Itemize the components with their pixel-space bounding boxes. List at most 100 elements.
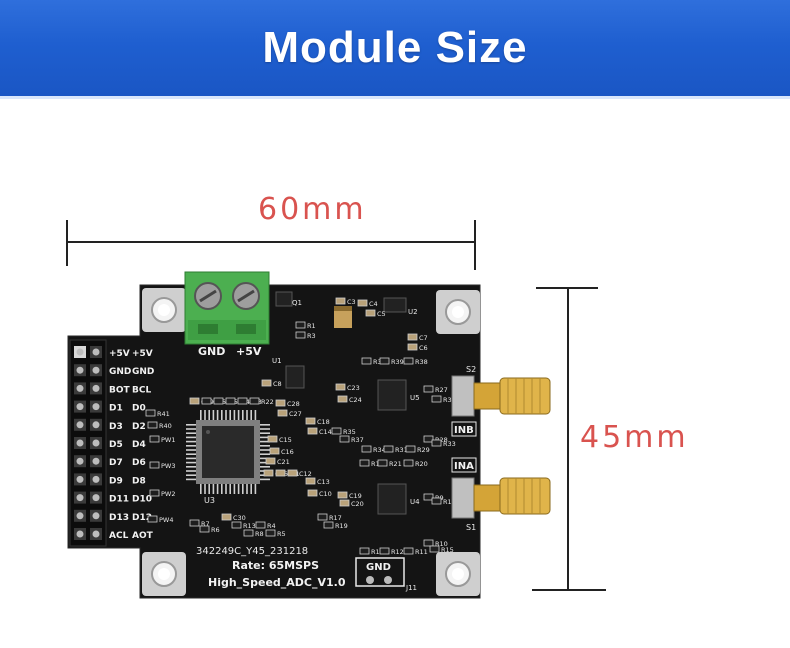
- smd-component: [267, 435, 278, 443]
- smd-component: [199, 525, 210, 533]
- component-ref: R12: [391, 548, 404, 556]
- height-dimension-line: [532, 287, 606, 591]
- smd-component: [287, 469, 298, 477]
- component-ref: R7: [201, 520, 210, 528]
- terminal-label-gnd: GND: [198, 345, 225, 358]
- chip-pin: [260, 440, 270, 443]
- header-label-right: BCL: [132, 385, 151, 395]
- chip-pin: [186, 449, 196, 451]
- mounting-hole: [436, 552, 480, 596]
- smd-component: [323, 521, 334, 529]
- ic-u5: [377, 379, 407, 411]
- chip-pin: [216, 484, 219, 494]
- component-ref: R16: [371, 548, 384, 556]
- smd-component: [237, 397, 248, 405]
- smd-component: [295, 331, 306, 339]
- header-label-left: D11: [109, 495, 129, 505]
- component-ref: C21: [277, 458, 290, 466]
- chip-pin: [186, 436, 196, 439]
- header-label-right: D4: [132, 440, 146, 450]
- header-label-left: ACL: [109, 531, 129, 541]
- smd-component: [361, 357, 372, 365]
- component-ref: R31: [395, 446, 408, 454]
- component-ref: R17: [329, 514, 342, 522]
- component-ref: R8: [255, 530, 264, 538]
- header-label-left: GND: [109, 367, 131, 377]
- smd-component: [147, 515, 158, 523]
- component-ref: R27: [435, 386, 448, 394]
- component-ref: C15: [279, 436, 292, 444]
- height-dimension-label: 45mm: [580, 420, 689, 455]
- smd-component: [405, 445, 416, 453]
- smd-component: [403, 459, 414, 467]
- component-ref: R32: [443, 396, 456, 404]
- component-ref: R39: [391, 358, 404, 366]
- chip-pin: [246, 484, 248, 494]
- header-pin-hole: [76, 475, 84, 483]
- header-label-left: D7: [109, 458, 123, 468]
- chip-pin: [246, 410, 248, 420]
- smd-component: [213, 397, 224, 405]
- smd-component: [407, 343, 418, 351]
- smd-component: [339, 499, 350, 507]
- chip-pin: [186, 457, 196, 460]
- chip-pin: [260, 436, 270, 439]
- connector-label-inb: INB: [454, 425, 474, 436]
- chip-pin: [208, 484, 210, 494]
- chip-pin: [221, 410, 223, 420]
- chip-pin: [229, 484, 231, 494]
- chip-pin: [260, 466, 270, 468]
- smd-component: [429, 545, 440, 553]
- title-banner: Module Size: [0, 0, 790, 99]
- header-label-left: BOT: [109, 385, 131, 395]
- chip-pin: [208, 410, 210, 420]
- chip-pin: [186, 432, 196, 434]
- component-ref: C3: [347, 298, 356, 306]
- chip-pin: [225, 410, 227, 420]
- smd-component: [335, 383, 346, 391]
- chip-pin: [186, 474, 196, 476]
- component-ref: C7: [419, 334, 428, 342]
- chip-pin: [186, 424, 196, 426]
- power-terminal-block: [184, 271, 270, 345]
- chip-pin: [186, 478, 196, 481]
- component-ref: C28: [287, 400, 300, 408]
- component-ref: R6: [211, 526, 220, 534]
- header-label-right: D8: [132, 476, 146, 486]
- header-label-right: D10: [132, 495, 152, 505]
- smd-component: [269, 447, 280, 455]
- chip-pin: [186, 428, 196, 430]
- header-pin-hole: [92, 494, 100, 502]
- ic-ref-q1: Q1: [292, 299, 302, 307]
- connector-label-ina: INA: [454, 461, 474, 472]
- smd-component: [331, 427, 342, 435]
- mounting-hole: [142, 288, 186, 332]
- chip-pin: [260, 457, 270, 460]
- board-model: High_Speed_ADC_V1.0: [208, 576, 346, 589]
- smd-component: [265, 457, 276, 465]
- header-pin-hole: [92, 439, 100, 447]
- sma-connector-inb: [451, 375, 551, 417]
- smd-component: [147, 421, 158, 429]
- chip-pin: [212, 410, 215, 420]
- adc-chip: [196, 420, 260, 484]
- chip-pin: [200, 410, 202, 420]
- smd-component: [265, 529, 276, 537]
- sma-label-s1: S1: [466, 523, 476, 532]
- smd-component: [201, 397, 212, 405]
- component-ref: C16: [281, 448, 294, 456]
- component-ref: C5: [377, 310, 386, 318]
- component-ref: R4: [267, 522, 276, 530]
- chip-pin: [260, 424, 270, 426]
- smd-component: [379, 357, 390, 365]
- header-label-right: D0: [132, 404, 146, 414]
- mounting-hole: [436, 290, 480, 334]
- smd-component: [359, 459, 370, 467]
- chip-pin: [204, 410, 206, 420]
- smd-component: [149, 435, 160, 443]
- component-ref: R41: [157, 410, 170, 418]
- component-ref: C8: [273, 380, 282, 388]
- chip-pin: [229, 410, 231, 420]
- ic-q1: [275, 291, 293, 307]
